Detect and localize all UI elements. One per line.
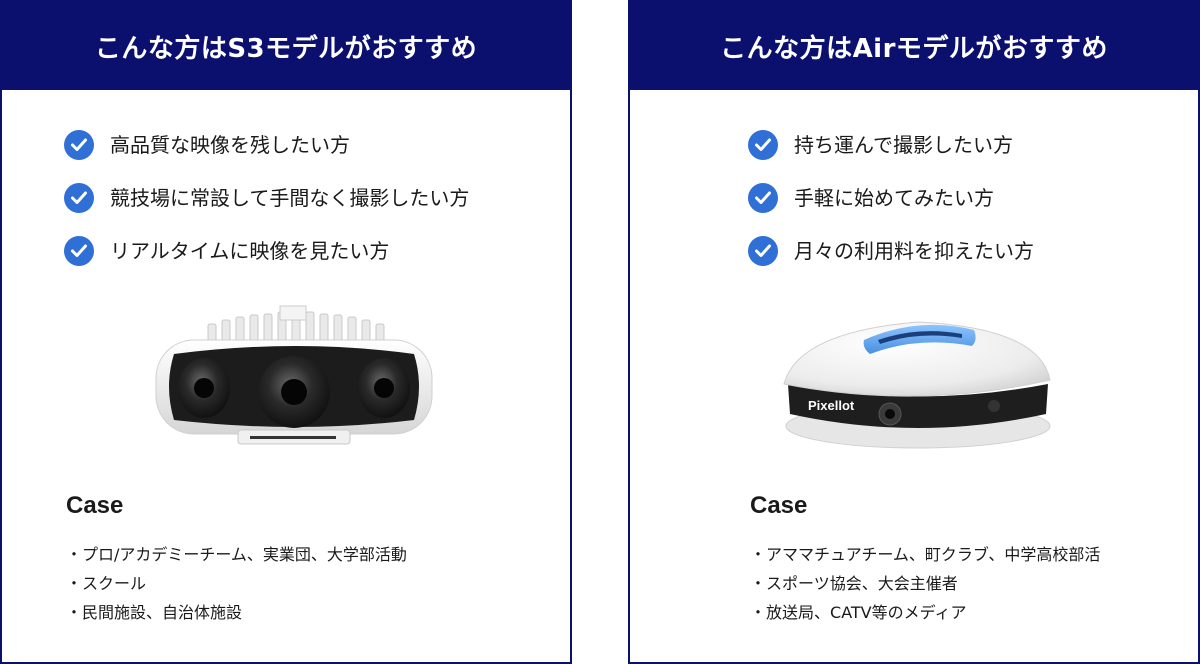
- check-circle-icon: [64, 236, 94, 266]
- check-circle-icon: [64, 183, 94, 213]
- s3-case-title: Case: [66, 492, 124, 519]
- check-circle-icon: [748, 130, 778, 160]
- case-item: スクール: [66, 569, 407, 598]
- air-check-list: 持ち運んで撮影したい方 手軽に始めてみたい方 月々の利用料を抑えたい方: [748, 128, 1178, 287]
- check-circle-icon: [748, 236, 778, 266]
- check-text: 競技場に常設して手間なく撮影したい方: [110, 186, 470, 210]
- s3-card-title: こんな方はS3モデルがおすすめ: [2, 2, 570, 90]
- check-item: 高品質な映像を残したい方: [64, 128, 550, 181]
- check-item: 月々の利用料を抑えたい方: [748, 234, 1178, 287]
- case-item: 放送局、CATV等のメディア: [750, 598, 1100, 627]
- air-card-title: こんな方はAirモデルがおすすめ: [630, 2, 1198, 90]
- air-case-title: Case: [750, 492, 808, 519]
- check-text: 高品質な映像を残したい方: [110, 133, 350, 157]
- s3-model-card: こんな方はS3モデルがおすすめ 高品質な映像を残したい方 競技場に常設して手間な…: [0, 0, 572, 664]
- check-text: 持ち運んで撮影したい方: [794, 133, 1013, 157]
- check-text: 月々の利用料を抑えたい方: [794, 239, 1034, 263]
- check-item: リアルタイムに映像を見たい方: [64, 234, 550, 287]
- s3-camera-image: [155, 305, 433, 445]
- s3-case-list: プロ/アカデミーチーム、実業団、大学部活動 スクール 民間施設、自治体施設: [66, 540, 407, 627]
- air-model-card: こんな方はAirモデルがおすすめ 持ち運んで撮影したい方 手軽に始めてみたい方 …: [628, 0, 1200, 664]
- air-camera-image: Pixellot: [783, 321, 1051, 449]
- check-circle-icon: [748, 183, 778, 213]
- case-item: プロ/アカデミーチーム、実業団、大学部活動: [66, 540, 407, 569]
- check-item: 持ち運んで撮影したい方: [748, 128, 1178, 181]
- check-circle-icon: [64, 130, 94, 160]
- check-item: 競技場に常設して手間なく撮影したい方: [64, 181, 550, 234]
- s3-check-list: 高品質な映像を残したい方 競技場に常設して手間なく撮影したい方 リアルタイムに映…: [64, 128, 550, 287]
- air-case-list: アママチュアチーム、町クラブ、中学高校部活 スポーツ協会、大会主催者 放送局、C…: [750, 540, 1100, 627]
- check-text: リアルタイムに映像を見たい方: [110, 239, 390, 263]
- case-item: スポーツ協会、大会主催者: [750, 569, 1100, 598]
- check-item: 手軽に始めてみたい方: [748, 181, 1178, 234]
- case-item: 民間施設、自治体施設: [66, 598, 407, 627]
- case-item: アママチュアチーム、町クラブ、中学高校部活: [750, 540, 1100, 569]
- pixellot-logo-text: Pixellot: [808, 398, 855, 413]
- check-text: 手軽に始めてみたい方: [794, 186, 994, 210]
